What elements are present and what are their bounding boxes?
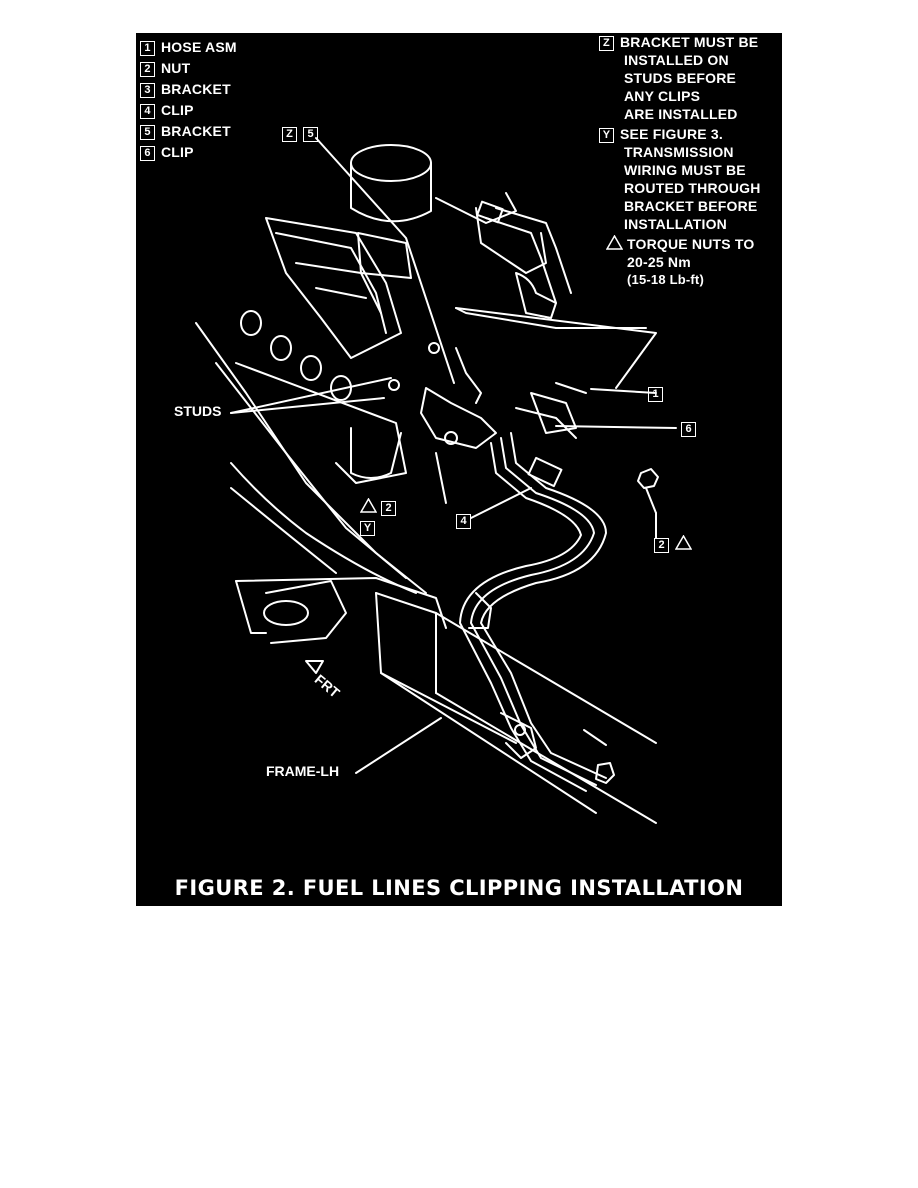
note-line: BRACKET MUST BE (620, 34, 759, 50)
callout-4-key: 4 (456, 514, 471, 529)
torque-triangle-icon (360, 498, 377, 513)
callout-torque-nut-right: 2 (654, 535, 696, 553)
note-line: TORQUE NUTS TO (627, 236, 755, 252)
engine-fuel-line-illustration (195, 137, 677, 824)
callout-1: 1 (648, 385, 669, 402)
note-y: Y SEE FIGURE 3. TRANSMISSION WIRING MUST … (599, 125, 761, 233)
note-line: WIRING MUST BE (624, 162, 746, 178)
legend-label: NUT (161, 60, 191, 76)
legend-key: 3 (140, 83, 155, 98)
legend-item: 1 HOSE ASM (140, 38, 237, 56)
note-line: (15-18 Lb-ft) (627, 272, 704, 287)
frt-arrow-shape (305, 660, 324, 674)
legend-label: CLIP (161, 102, 194, 118)
callout-z-key: Z (282, 127, 297, 142)
note-line: INSTALLATION (624, 216, 727, 232)
note-line: BRACKET BEFORE (624, 198, 758, 214)
note-z: Z BRACKET MUST BE INSTALLED ON STUDS BEFO… (599, 33, 758, 123)
callout-5-key: 5 (303, 127, 318, 142)
torque-triangle-icon (606, 235, 623, 250)
legend-label: CLIP (161, 144, 194, 160)
callout-2-key: 2 (654, 538, 669, 553)
legend-item: 6 CLIP (140, 143, 194, 161)
callout-torque-nut-left: 2 Y (360, 498, 402, 536)
note-line: 20-25 Nm (627, 254, 691, 270)
note-line: SEE FIGURE 3. (620, 126, 723, 142)
legend-key: 1 (140, 41, 155, 56)
figure-caption: FIGURE 2. FUEL LINES CLIPPING INSTALLATI… (174, 876, 744, 900)
callout-6-key: 6 (681, 422, 696, 437)
callout-frame-lh: FRAME-LH (266, 763, 340, 779)
note-line: STUDS BEFORE (624, 70, 737, 86)
legend-key: 6 (140, 146, 155, 161)
callout-y-key: Y (360, 521, 375, 536)
note-torque: TORQUE NUTS TO 20-25 Nm (15-18 Lb-ft) (606, 235, 755, 289)
note-line: ARE INSTALLED (624, 106, 738, 122)
legend-key: 4 (140, 104, 155, 119)
legend-label: BRACKET (161, 123, 231, 139)
legend-item: 5 BRACKET (140, 122, 231, 140)
callout-studs: STUDS (174, 403, 222, 419)
note-line: ANY CLIPS (624, 88, 701, 104)
note-line: INSTALLED ON (624, 52, 729, 68)
callout-1-key: 1 (648, 387, 663, 402)
torque-triangle-icon (675, 535, 692, 550)
note-line: ROUTED THROUGH (624, 180, 761, 196)
legend-key: 2 (140, 62, 155, 77)
legend-label: BRACKET (161, 81, 231, 97)
note-z-key: Z (599, 36, 614, 51)
legend-label: HOSE ASM (161, 39, 237, 55)
legend-item: 3 BRACKET (140, 80, 231, 98)
air-cleaner-shape (350, 144, 432, 182)
legend-item: 4 CLIP (140, 101, 194, 119)
callout-6: 6 (681, 420, 702, 437)
legend-item: 2 NUT (140, 59, 190, 77)
legend-key: 5 (140, 125, 155, 140)
note-y-key: Y (599, 128, 614, 143)
callout-2-key: 2 (381, 501, 396, 516)
note-line: TRANSMISSION (624, 144, 734, 160)
callout-4: 4 (456, 512, 477, 529)
